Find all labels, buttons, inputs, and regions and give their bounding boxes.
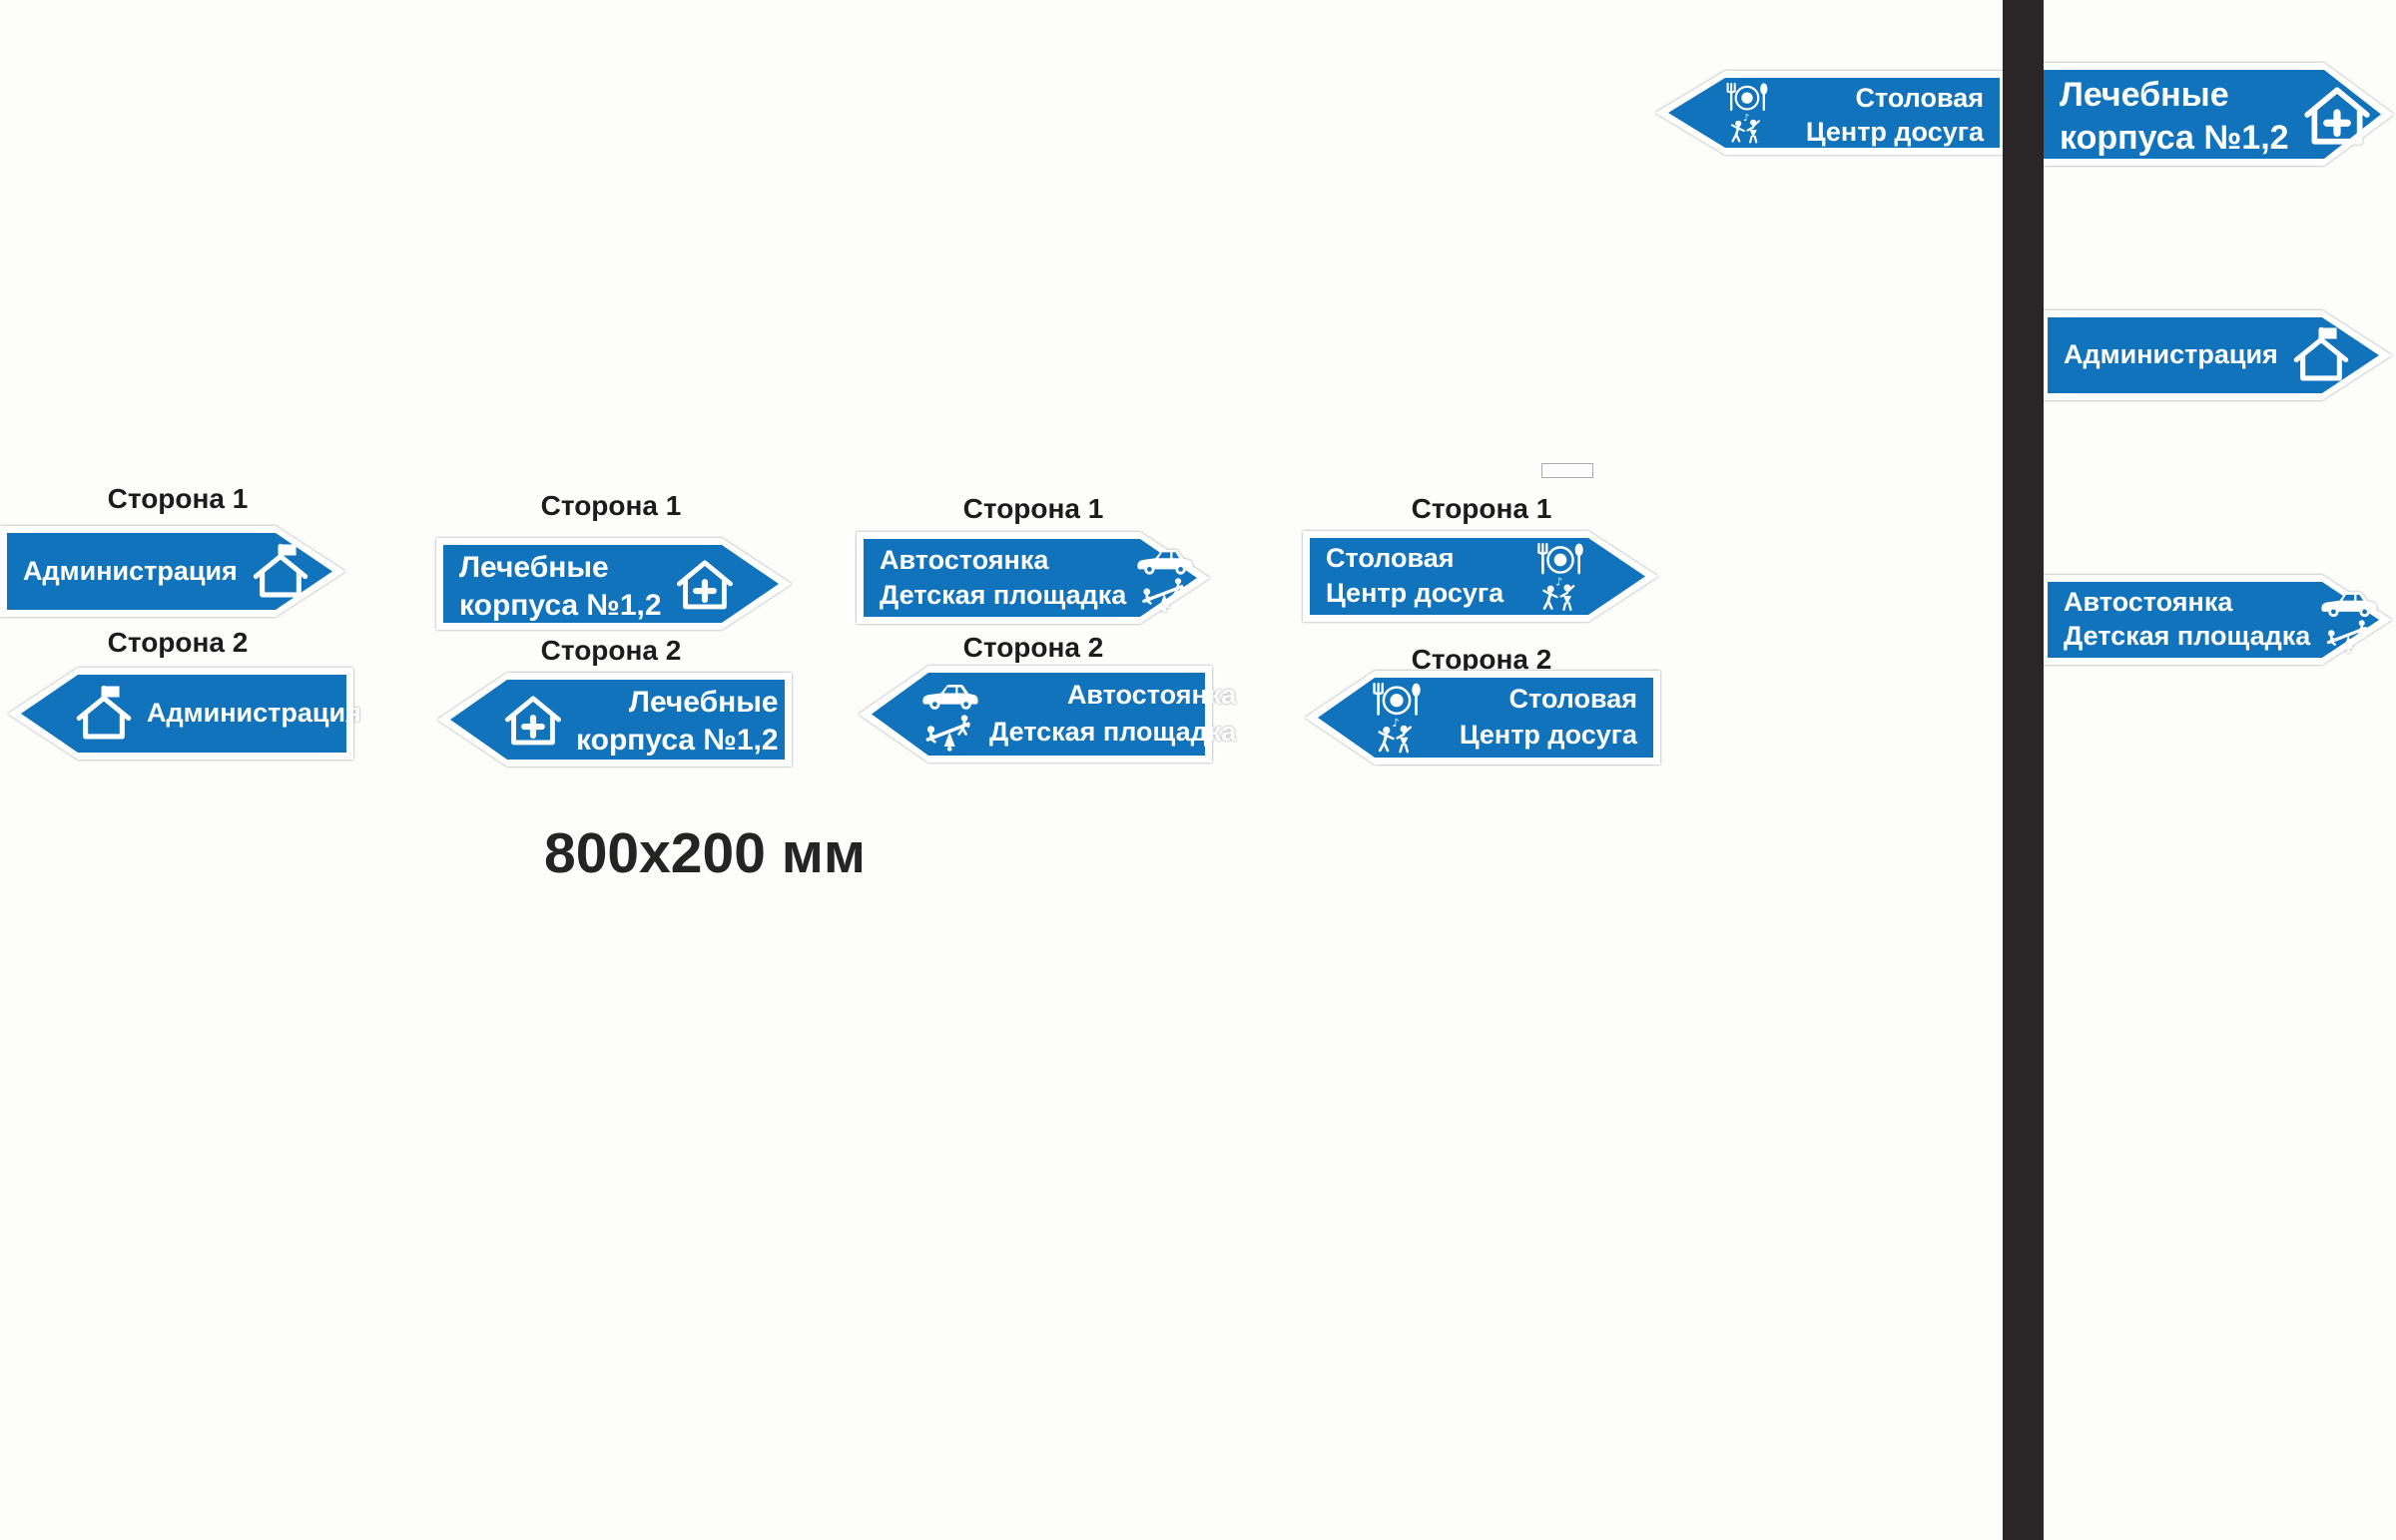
dancing-icon — [1531, 577, 1589, 612]
sign-face — [872, 673, 1205, 756]
sign-face — [2048, 582, 2385, 658]
seesaw-icon — [921, 715, 979, 753]
dining-icon — [1531, 542, 1589, 577]
side-label: Сторона 2 — [1411, 644, 1552, 675]
dining-icon — [1718, 82, 1776, 113]
sign-line: Лечебные — [2060, 76, 2229, 114]
sign-admin-side1: Администрация — [0, 526, 345, 617]
sign-face — [864, 539, 1203, 617]
sign-line: Детская площадка — [2064, 621, 2311, 652]
sign-medical-side1: Лечебные корпуса №1,2 — [436, 538, 792, 630]
dancing-icon — [1368, 718, 1426, 754]
car-icon — [921, 677, 979, 715]
sign-line: Центр досуга — [1805, 116, 1984, 147]
house-cross-icon — [500, 690, 566, 750]
side-label: Сторона 2 — [962, 632, 1104, 663]
sign-line: Лечебные — [459, 551, 609, 584]
house-cross-icon — [2299, 80, 2375, 150]
sign-line: Детская площадка — [880, 579, 1127, 610]
sign-line: корпуса №1,2 — [459, 588, 662, 622]
sign-parking-side1: Автостоянка Детская площадка — [857, 532, 1210, 624]
sign-face — [2044, 70, 2387, 159]
pole-sign-medical-right: Лечебные корпуса №1,2 — [2037, 63, 2394, 166]
sign-line: Автостоянка — [880, 544, 1049, 575]
sign-line: Лечебные — [628, 686, 779, 719]
sign-line: корпуса №1,2 — [2060, 118, 2289, 157]
seesaw-icon — [2320, 620, 2378, 654]
sign-canteen-side2: Столовая Центр досуга — [1305, 671, 1660, 765]
sign-line: Администрация — [23, 555, 238, 586]
sign-line: Детская площадка — [989, 717, 1237, 748]
sign-face — [1668, 78, 2000, 148]
sign-line: Столовая — [1508, 684, 1638, 715]
sign-line: Столовая — [1326, 543, 1455, 574]
side-label: Сторона 2 — [107, 627, 249, 658]
sign-line: Автостоянка — [1066, 679, 1237, 710]
sign-pole — [2003, 0, 2044, 1540]
seesaw-icon — [1136, 578, 1194, 613]
dimension-label: 800x200 мм — [544, 821, 867, 885]
side-label: Сторона 2 — [540, 635, 682, 666]
pole-sign-canteen-left: Столовая Центр досуга — [1655, 71, 2007, 155]
small-blank-swatch — [1541, 463, 1593, 478]
house-cross-icon — [672, 554, 738, 614]
car-icon — [2320, 586, 2378, 620]
sign-canteen-side1: Столовая Центр досуга — [1303, 531, 1658, 622]
side-label: Сторона 1 — [1411, 493, 1552, 524]
pole-sign-admin-right: Администрация — [2041, 310, 2392, 400]
dining-icon — [1368, 682, 1426, 718]
sign-face — [21, 675, 346, 753]
sign-line: Администрация — [147, 698, 361, 729]
sign-parking-side2: Автостоянка Детская площадка — [859, 666, 1236, 763]
sign-line: Центр досуга — [1459, 720, 1637, 751]
side-label: Сторона 1 — [962, 493, 1104, 524]
house-flag-icon — [2288, 325, 2354, 385]
pole-sign-parking-right: Автостоянка Детская площадка — [2041, 575, 2392, 665]
dancing-icon — [1718, 113, 1776, 144]
car-icon — [1136, 543, 1194, 578]
side-label: Сторона 1 — [107, 483, 249, 514]
sign-line: Администрация — [2064, 339, 2278, 370]
sign-line: Столовая — [1855, 83, 1985, 113]
house-flag-icon — [248, 542, 313, 602]
house-flag-icon — [71, 684, 137, 744]
sign-face — [1310, 538, 1651, 615]
side-label: Сторона 1 — [540, 490, 682, 521]
sign-line: Автостоянка — [2064, 587, 2233, 618]
sign-line: корпуса №1,2 — [576, 723, 779, 757]
sign-admin-side2: Администрация — [8, 668, 361, 760]
sign-line: Центр досуга — [1326, 577, 1504, 608]
sign-medical-side2: Лечебные корпуса №1,2 — [437, 673, 792, 767]
